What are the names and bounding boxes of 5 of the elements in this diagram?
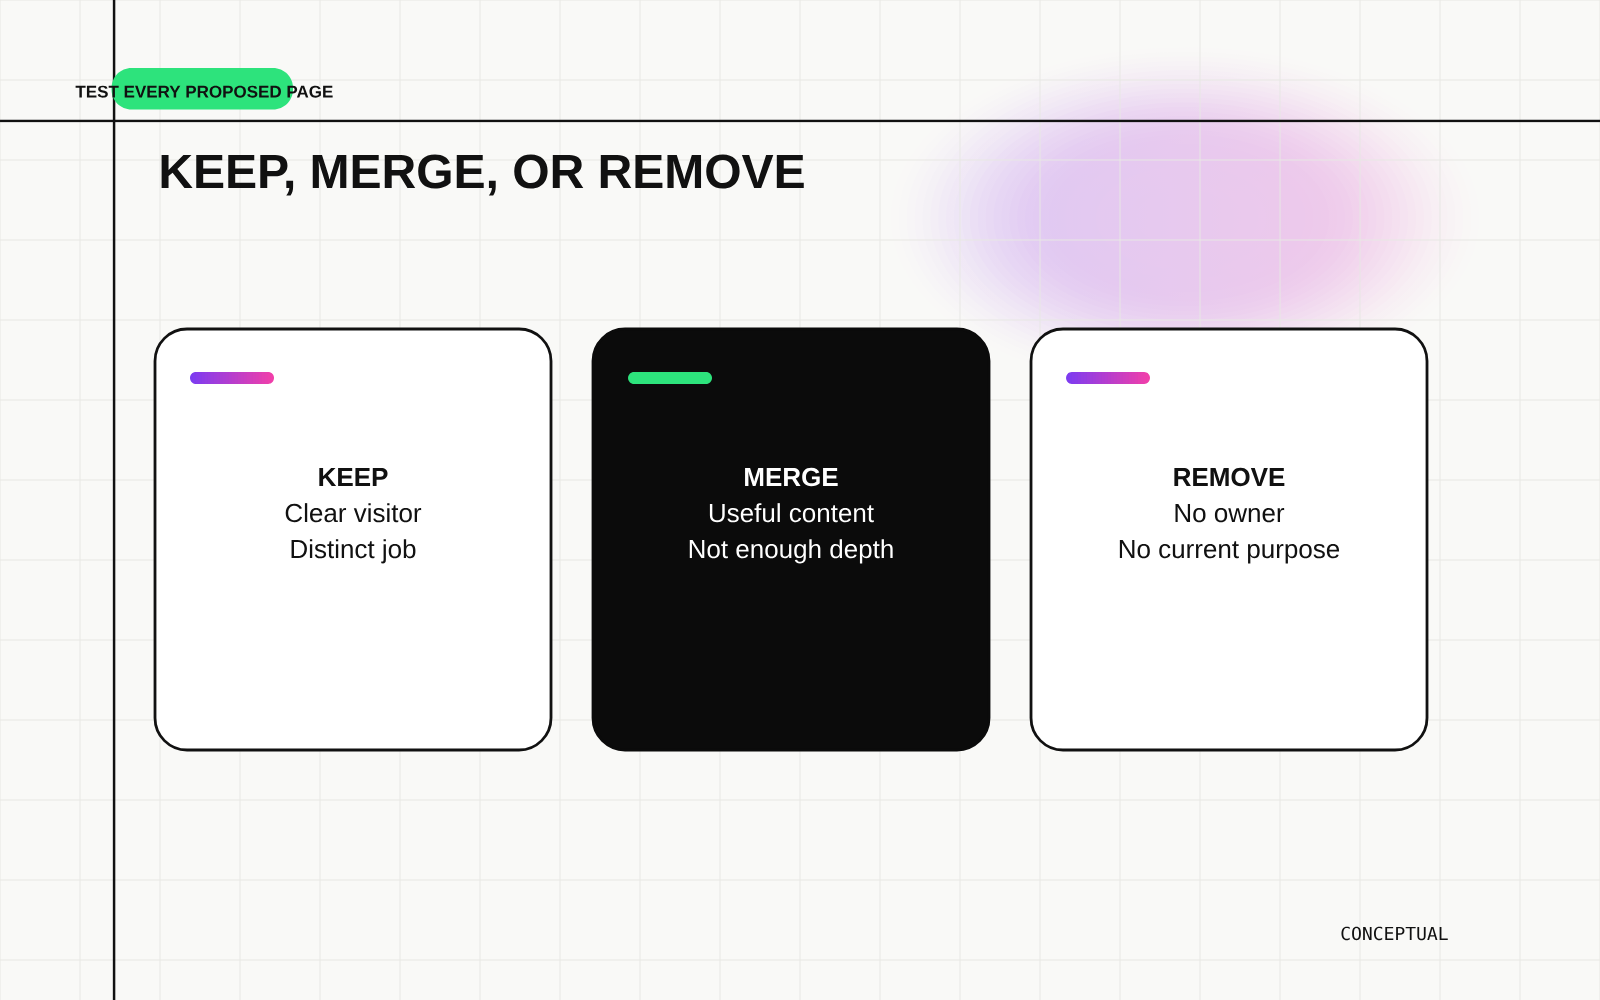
footer-text: CONCEPTUAL	[1341, 926, 1448, 941]
title: KEEP, MERGE, OR REMOVE	[161, 154, 804, 196]
card: MERGE Useful content Not enough depth	[591, 327, 991, 752]
card: REMOVE No owner No current purpose	[1029, 327, 1429, 752]
card: KEEP Clear visitor Distinct job	[153, 327, 553, 752]
